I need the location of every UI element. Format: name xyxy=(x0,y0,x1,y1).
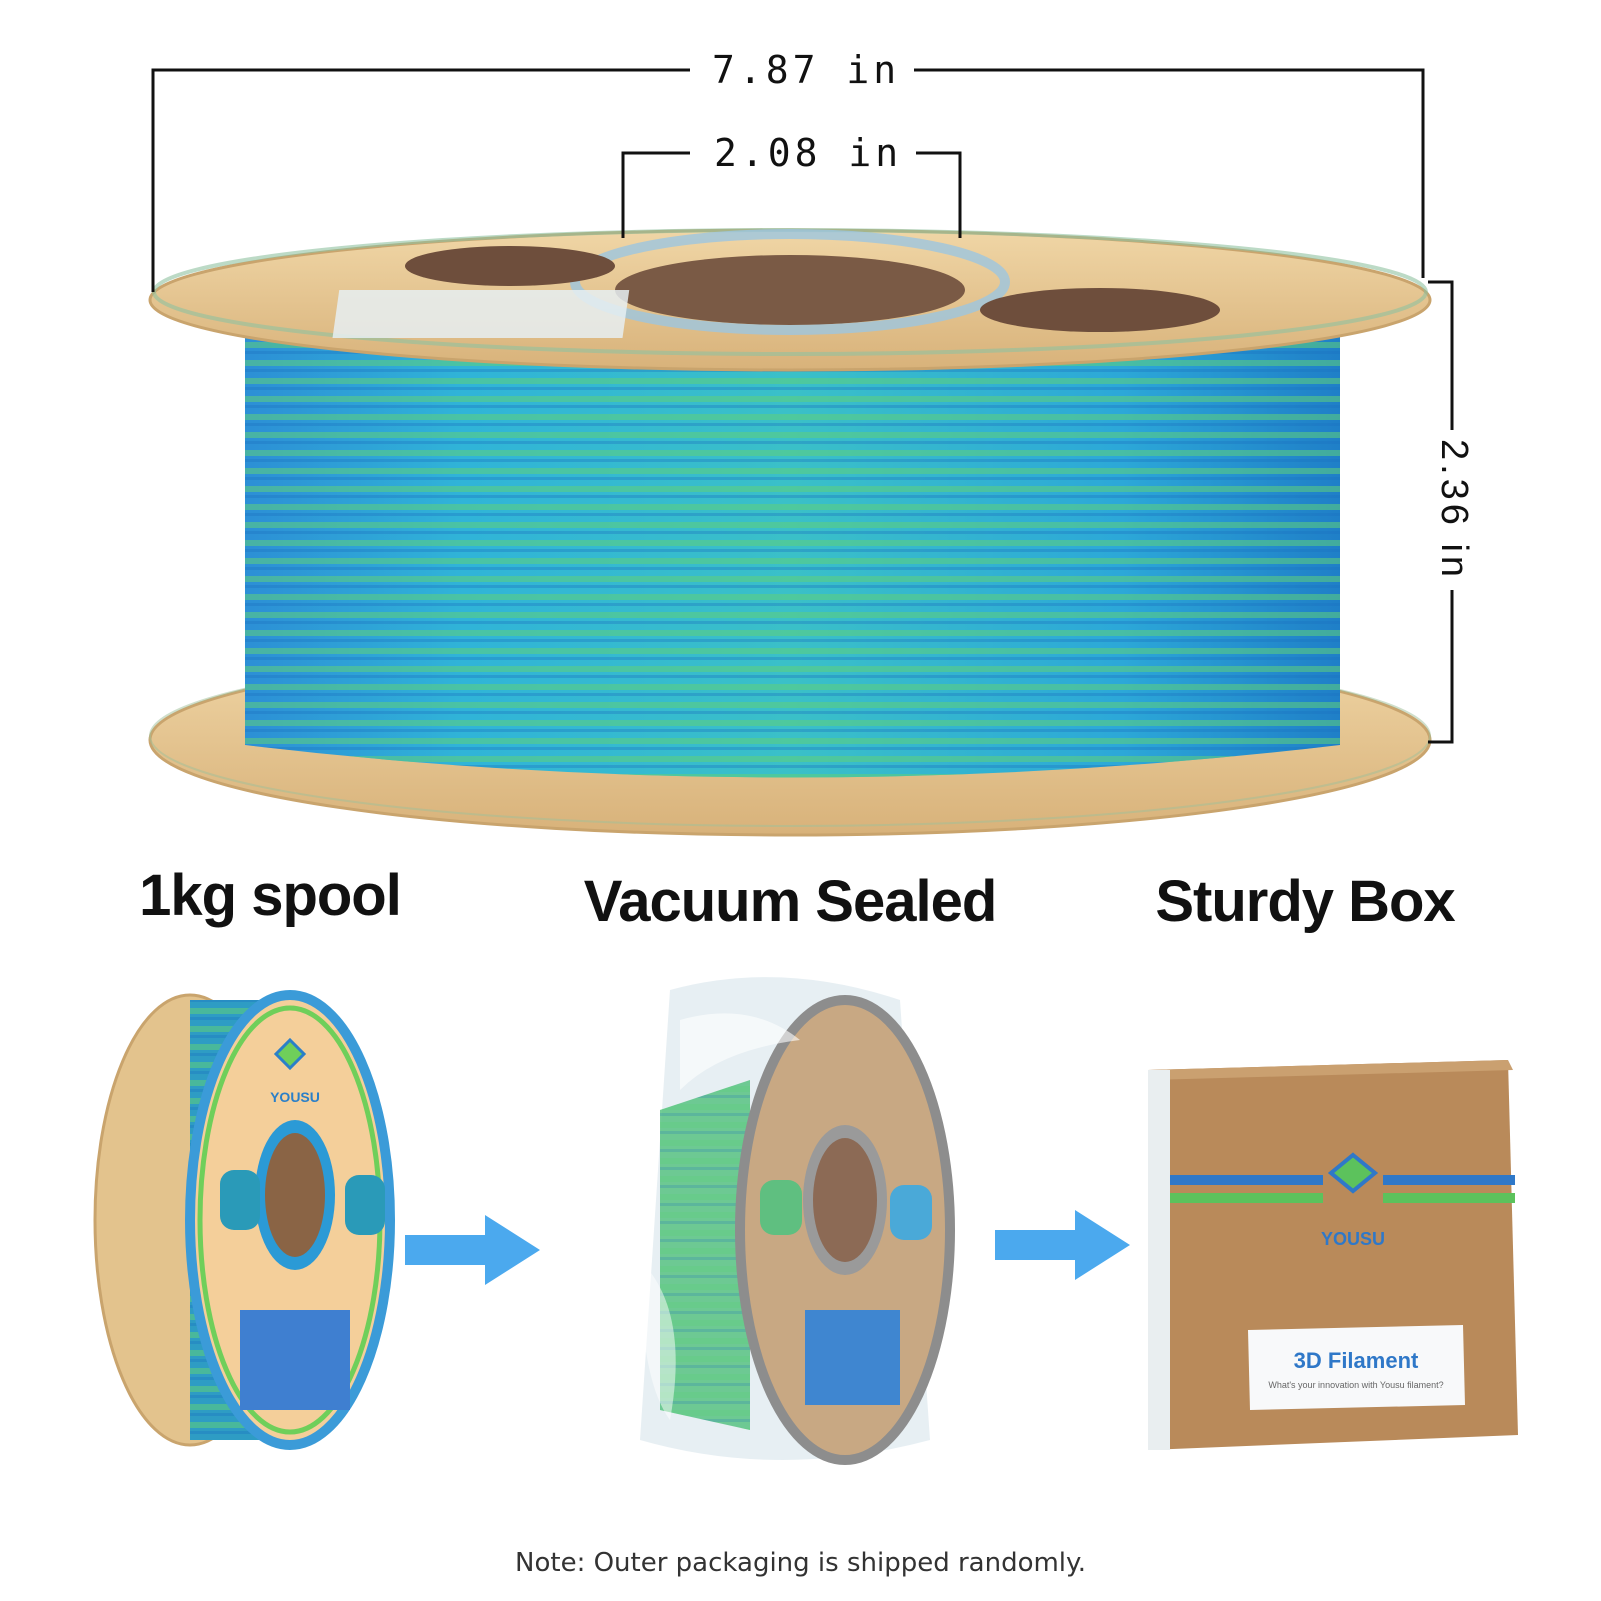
box-label-title: 3D Filament xyxy=(1294,1348,1419,1373)
outer-diameter-label: 7.87 in xyxy=(698,48,915,92)
flange-window-right xyxy=(980,288,1220,332)
hub-diameter-line xyxy=(621,151,690,238)
sturdy-box-image: YOUSU 3D Filament What's your innovation… xyxy=(1148,1060,1518,1450)
spool-sticker xyxy=(332,290,630,338)
feature-label-vacuum: Vacuum Sealed xyxy=(583,869,998,934)
box-label-tagline: What's your innovation with Yousu filame… xyxy=(1268,1380,1443,1390)
hub-hole xyxy=(615,255,965,325)
spool-logo-text: YOUSU xyxy=(270,1089,320,1105)
hub-diameter-label: 2.08 in xyxy=(700,131,917,175)
vacuum-sealed-image xyxy=(640,977,955,1465)
main-spool-illustration: 2.36 in xyxy=(148,68,1475,837)
arrow-right-icon xyxy=(405,1215,540,1285)
packaging-note: Note: Outer packaging is shipped randoml… xyxy=(515,1548,1086,1578)
width-line xyxy=(1428,280,1454,430)
flange-window-left xyxy=(405,246,615,286)
outer-diameter-line xyxy=(151,68,690,292)
feature-label-box: Sturdy Box xyxy=(1155,869,1455,934)
spool-product-image: YOUSU xyxy=(93,990,395,1450)
box-logo-text: YOUSU xyxy=(1321,1229,1385,1249)
arrow-right-icon xyxy=(995,1210,1130,1280)
width-label: 2.36 in xyxy=(1433,439,1475,581)
feature-label-spool: 1kg spool xyxy=(139,863,402,928)
